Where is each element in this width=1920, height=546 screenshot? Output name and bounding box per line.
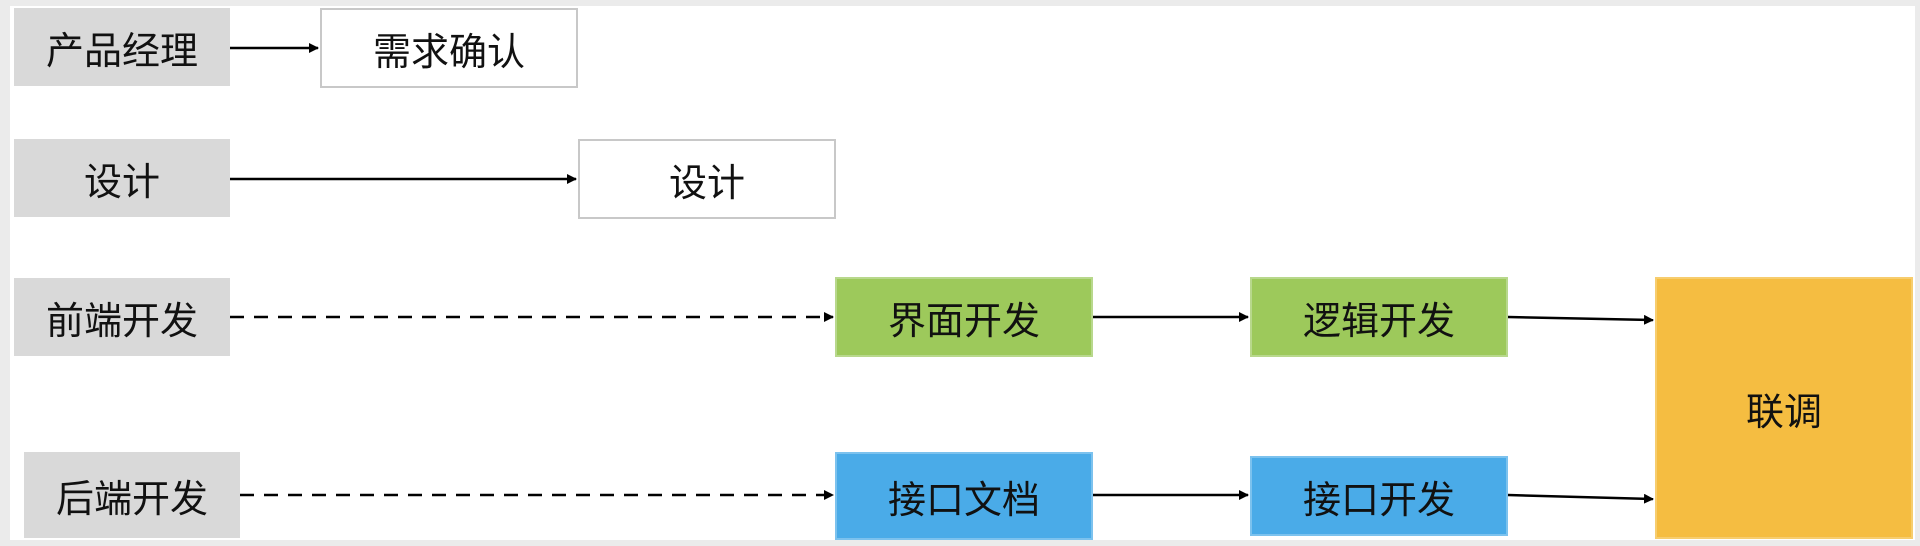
task-api-doc: 接口文档 [835,452,1093,540]
role-product-manager-label: 产品经理 [45,28,198,73]
role-backend-label: 后端开发 [55,476,208,521]
task-api-doc-label: 接口文档 [887,477,1040,522]
task-logic-dev-label: 逻辑开发 [1302,298,1455,343]
role-frontend: 前端开发 [14,278,230,356]
task-logic-dev: 逻辑开发 [1250,277,1508,357]
task-integration: 联调 [1655,277,1913,539]
task-ui-dev-label: 界面开发 [887,298,1040,343]
edge-api-dev-to-integration [1507,493,1654,504]
role-design: 设计 [14,139,230,217]
edge-logic-dev-to-integration [1507,314,1654,325]
task-requirement-confirm-label: 需求确认 [372,29,525,74]
task-integration-label: 联调 [1745,389,1822,434]
role-backend: 后端开发 [24,452,240,538]
task-api-dev: 接口开发 [1250,456,1508,536]
task-design: 设计 [578,139,836,219]
edges-layer [230,43,1654,504]
task-ui-dev: 界面开发 [835,277,1093,357]
role-frontend-label: 前端开发 [45,298,198,343]
diagram-canvas: 产品经理 设计 前端开发 后端开发 需求确认 设计 界面开发 逻辑开发 接口文档… [10,6,1915,540]
role-product-manager: 产品经理 [14,8,230,86]
task-api-dev-label: 接口开发 [1302,477,1455,522]
task-design-label: 设计 [668,160,745,205]
role-design-label: 设计 [83,159,160,204]
task-requirement-confirm: 需求确认 [320,8,578,88]
